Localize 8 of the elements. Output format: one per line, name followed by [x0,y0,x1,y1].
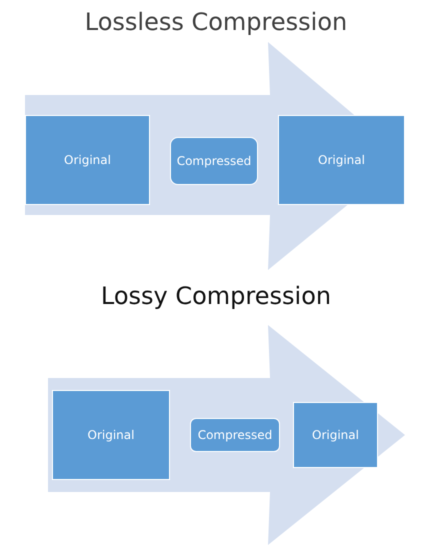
heading: Lossless Compression [84,8,348,36]
process-box: Compressed [190,418,280,452]
process-box: Original [52,390,170,480]
process-box: Compressed [170,137,258,185]
process-box: Original [293,402,378,468]
heading: Lossy Compression [100,282,332,310]
process-box: Original [278,115,405,205]
process-box: Original [25,115,150,205]
